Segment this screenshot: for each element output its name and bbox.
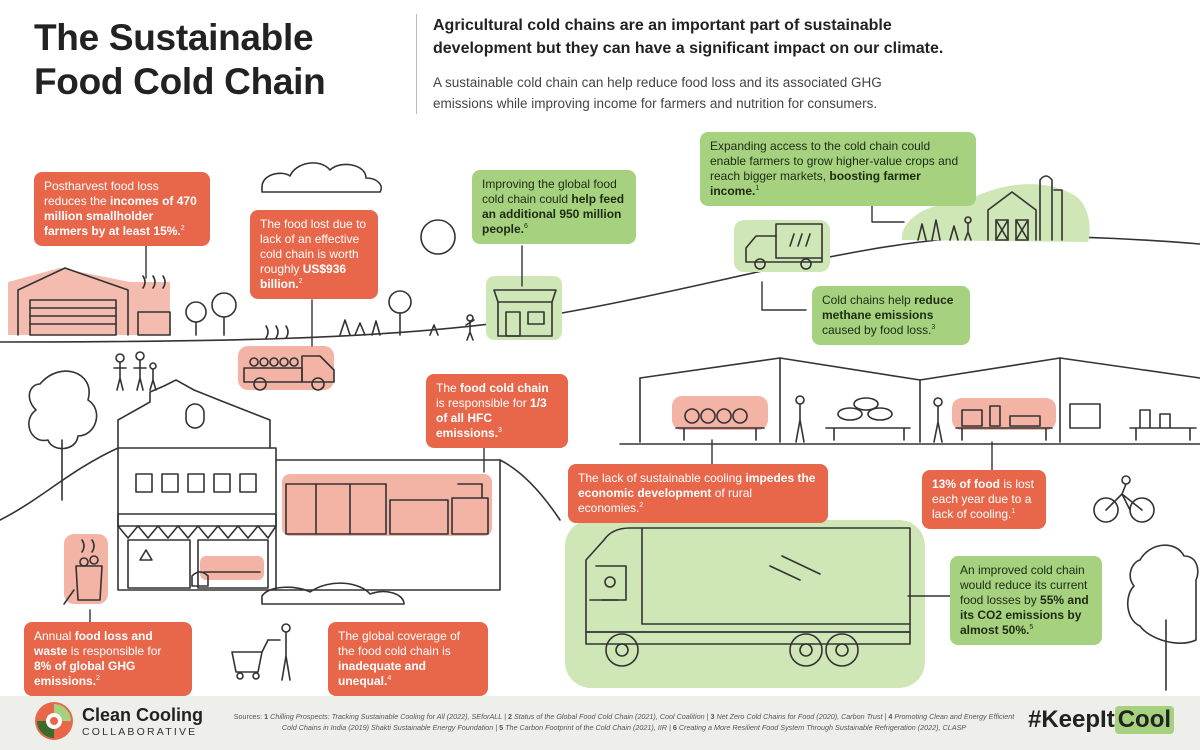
callout-farmer-income-loss: Postharvest food loss reduces the income…	[34, 172, 210, 246]
clean-cooling-logo-icon	[35, 702, 73, 740]
page-title: The Sustainable Food Cold Chain	[34, 17, 326, 102]
callout-ghg-8: Annual food loss and waste is responsibl…	[24, 622, 192, 696]
waste-bin-icon	[63, 534, 108, 605]
callout-methane: Cold chains help reduce methane emission…	[812, 286, 970, 345]
callout-hfc: The food cold chain is responsible for 1…	[426, 374, 568, 448]
market-stall-icon	[465, 276, 562, 341]
shopping-cart-icon	[231, 623, 291, 681]
callout-coverage: The global coverage of the food cold cha…	[328, 622, 488, 696]
farm-barn-icon	[901, 175, 1090, 242]
bicycle-icon	[1093, 475, 1155, 523]
delivery-truck-icon	[734, 220, 830, 272]
callout-higher-value-crops: Expanding access to the cold chain could…	[700, 132, 976, 206]
tree-icon	[185, 290, 412, 336]
callout-rural-economies: The lack of sustainable cooling impedes …	[568, 464, 828, 523]
callout-food-lost-13: 13% of food is lost each year due to a l…	[922, 470, 1046, 529]
supermarket-building-icon	[0, 379, 561, 591]
warehouse-icon	[8, 267, 171, 336]
callout-feed-people: Improving the global food cold chain cou…	[472, 170, 636, 244]
brand-name: Clean Cooling	[82, 705, 203, 725]
illustration-scene	[0, 162, 1200, 691]
market-canopy-icon	[619, 357, 1200, 445]
sun-icon	[420, 219, 456, 255]
sources-text: Sources: 1 Chilling Prospects: Tracking …	[233, 712, 1015, 732]
cloud-icon	[261, 162, 382, 193]
footer-bar	[0, 696, 1200, 750]
callout-food-lost-value: The food lost due to lack of an effectiv…	[250, 210, 378, 299]
lead-text: Agricultural cold chains are an importan…	[433, 17, 944, 57]
sublead-text: A sustainable cold chain can help reduce…	[433, 75, 882, 111]
refrigerated-truck-icon	[565, 520, 925, 688]
header-divider	[416, 14, 417, 114]
people-icon	[113, 351, 157, 391]
produce-truck-icon	[238, 325, 335, 391]
tree-icon	[28, 370, 98, 501]
brand-subtitle: COLLABORATIVE	[82, 726, 198, 738]
tree-icon	[1127, 544, 1199, 691]
hill-line	[0, 235, 1200, 343]
callout-improved-chain: An improved cold chain would reduce its …	[950, 556, 1102, 645]
